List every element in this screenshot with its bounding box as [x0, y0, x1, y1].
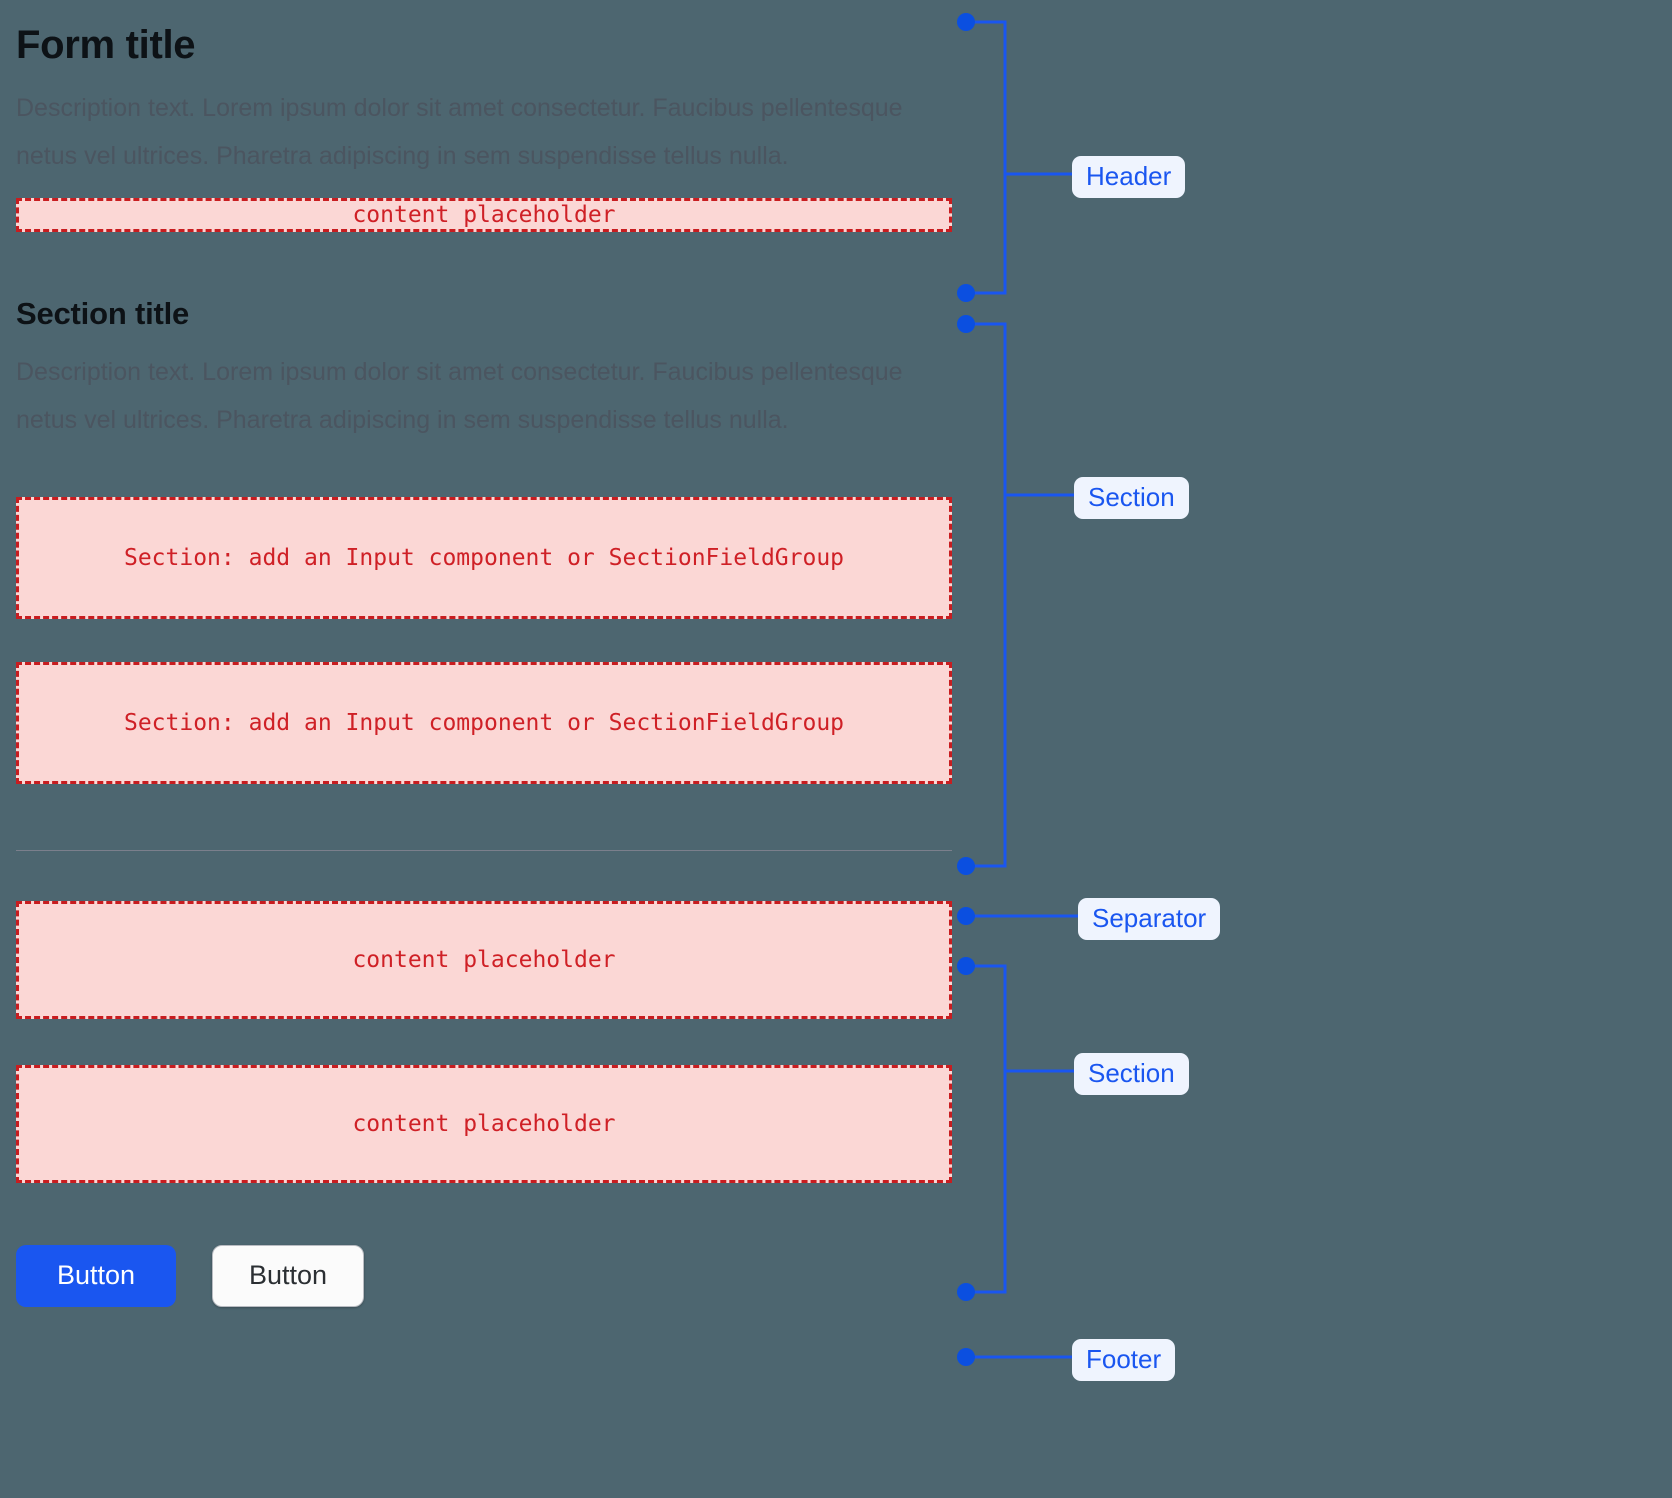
annotation-badge-section-one: Section	[1074, 477, 1189, 519]
form-container: Form title Description text. Lorem ipsum…	[16, 0, 1016, 1307]
form-header: Form title Description text. Lorem ipsum…	[16, 22, 1016, 232]
primary-button[interactable]: Button	[16, 1244, 176, 1307]
annotation-badge-separator: Separator	[1078, 898, 1221, 940]
form-section-two: content placeholder content placeholder	[16, 900, 1016, 1183]
section-two-placeholder-2[interactable]: content placeholder	[16, 1064, 952, 1183]
form-section-one: Section title Description text. Lorem ip…	[16, 296, 1016, 784]
footer-anchor-dot	[957, 1348, 975, 1366]
section-one-placeholder-1[interactable]: Section: add an Input component or Secti…	[16, 496, 952, 619]
form-title: Form title	[16, 23, 196, 67]
form-separator	[16, 849, 952, 851]
annotation-badge-footer: Footer	[1072, 1339, 1176, 1381]
form-description: Description text. Lorem ipsum dolor sit …	[16, 94, 903, 170]
section-two-placeholder-1[interactable]: content placeholder	[16, 900, 952, 1019]
secondary-button[interactable]: Button	[212, 1244, 364, 1307]
form-footer: Button Button	[16, 1244, 1016, 1307]
section-one-title: Section title	[16, 296, 190, 331]
header-content-placeholder[interactable]: content placeholder	[16, 198, 952, 232]
section-one-placeholder-2[interactable]: Section: add an Input component or Secti…	[16, 661, 952, 784]
section-one-description: Description text. Lorem ipsum dolor sit …	[16, 357, 903, 434]
annotation-badge-section-two: Section	[1074, 1053, 1189, 1095]
annotation-badge-header: Header	[1072, 156, 1186, 198]
